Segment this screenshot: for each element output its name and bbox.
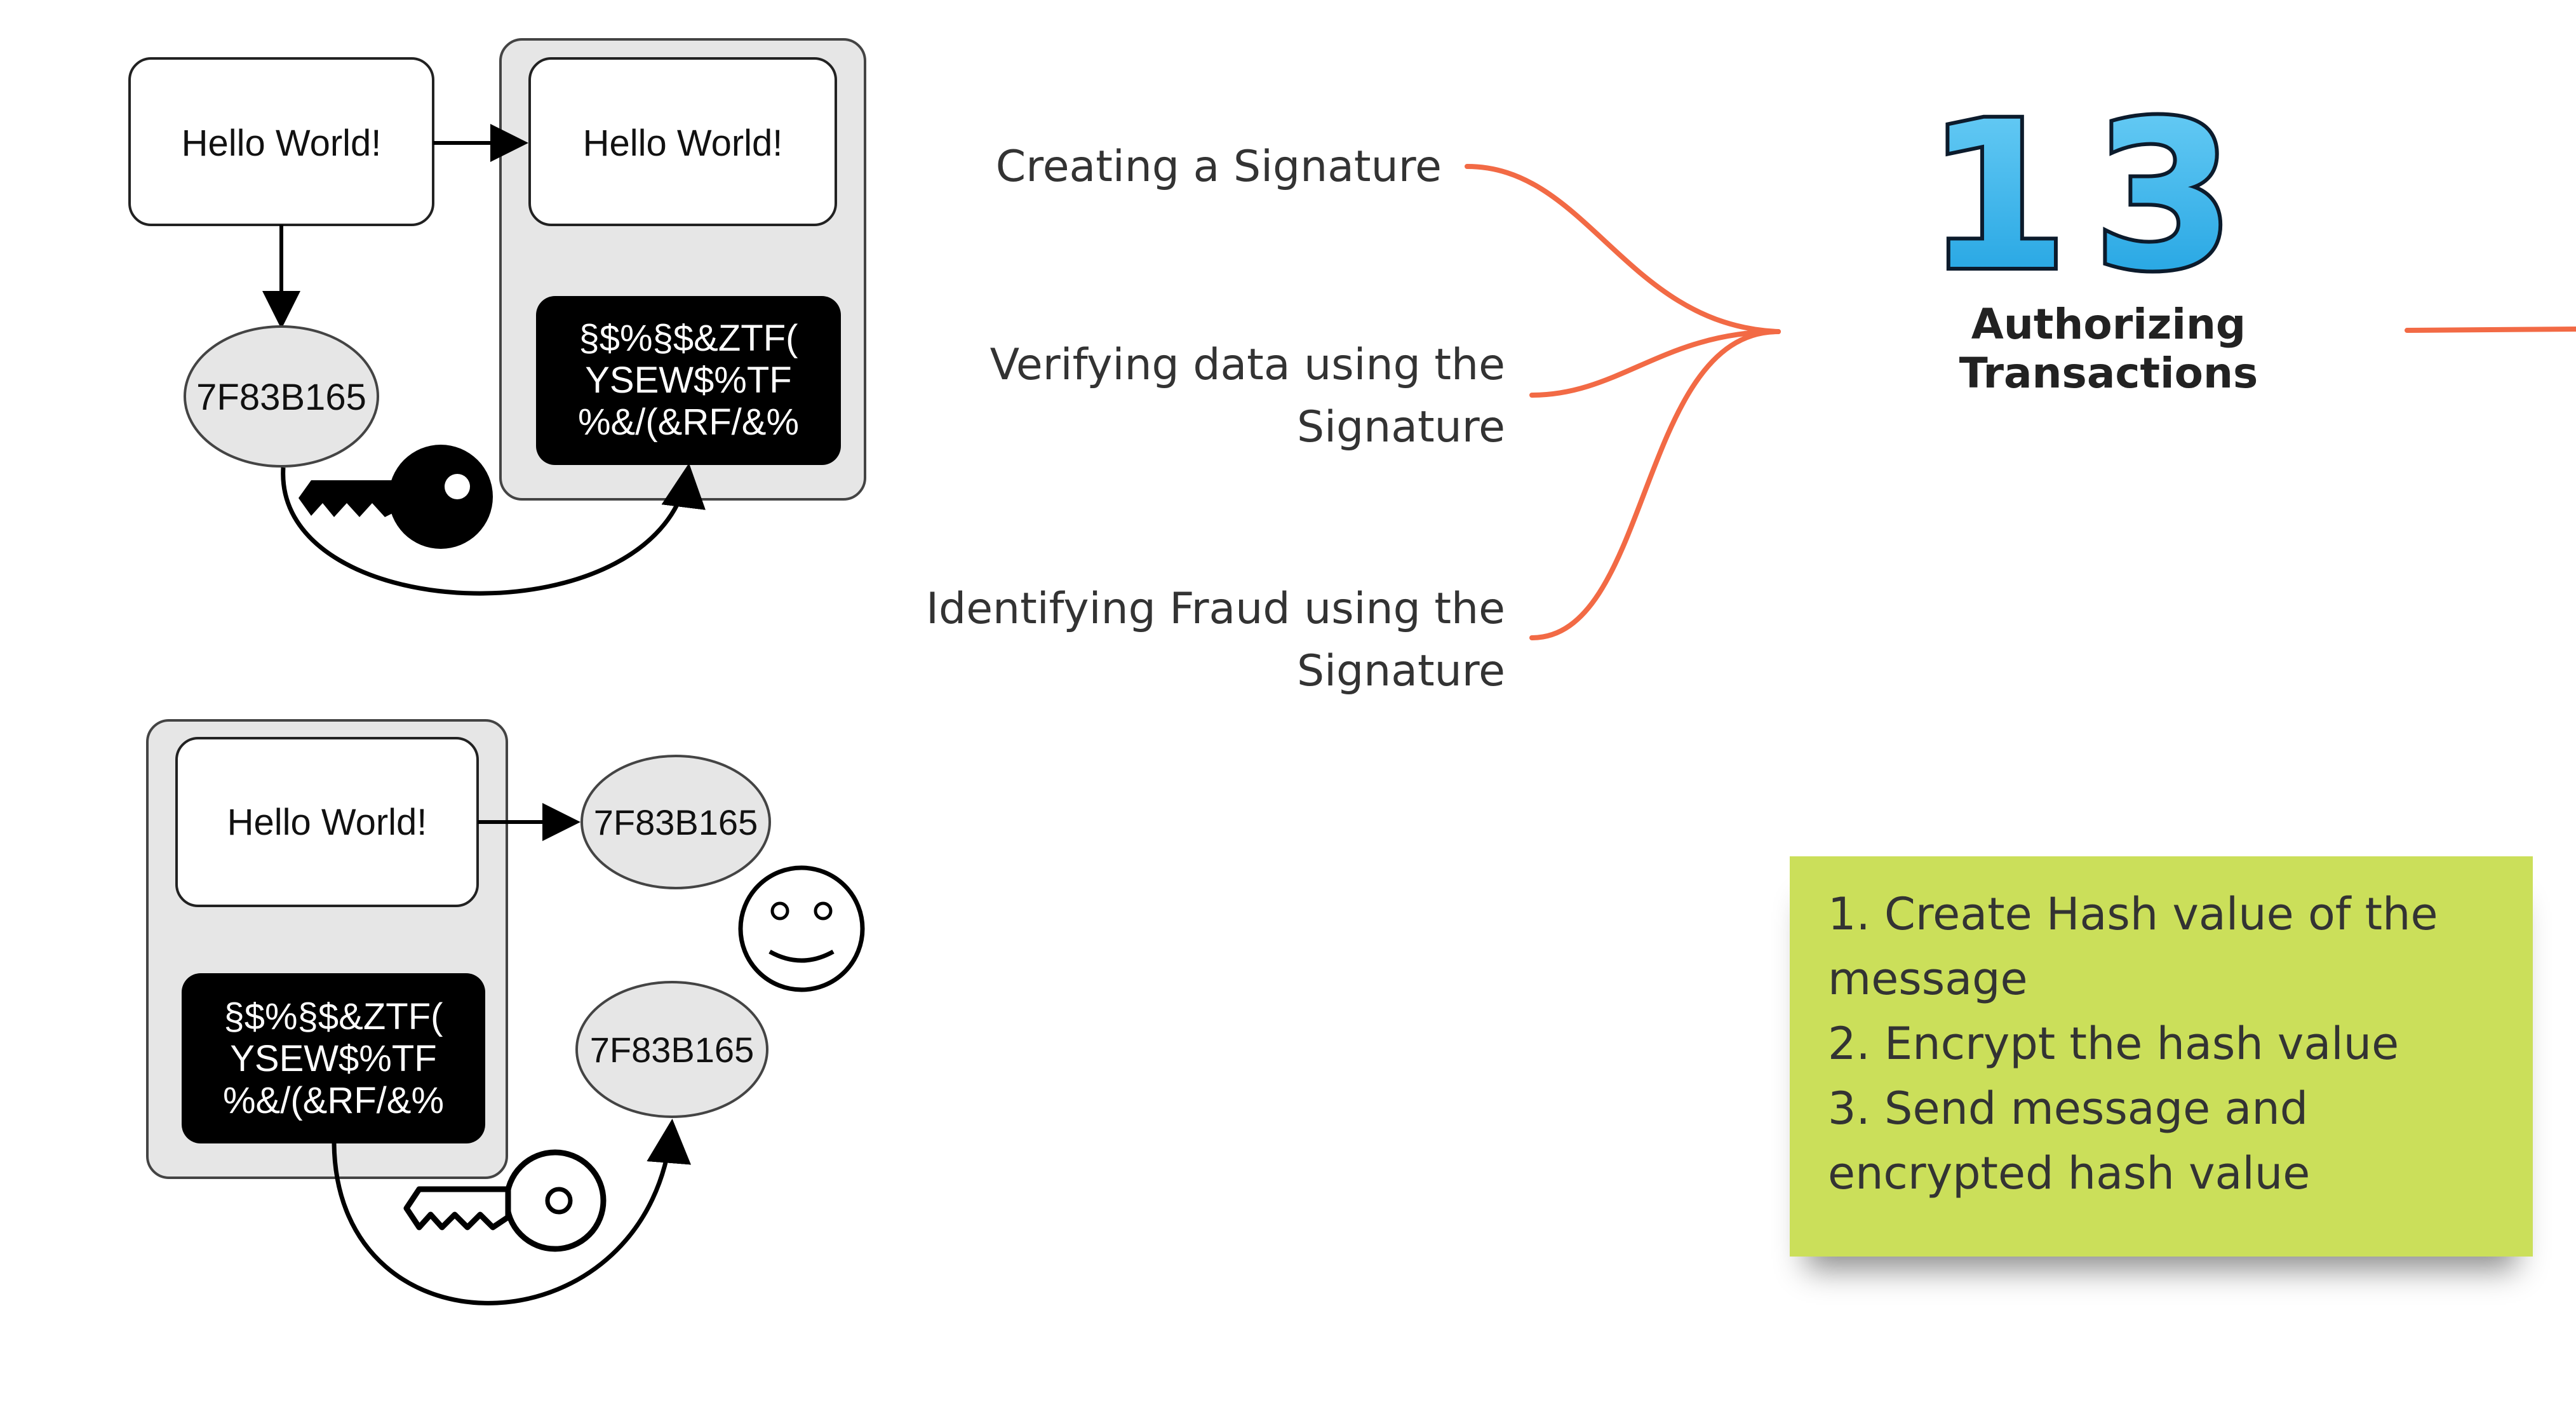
received-encrypted-box <box>182 973 485 1143</box>
branch-verifying-line-2: Signature <box>1296 402 1505 452</box>
computed-hash-ellipse <box>580 755 771 889</box>
encrypted-hash-box <box>536 296 841 465</box>
encryption-arrow <box>281 463 706 596</box>
bottom-verification-diagram: Hello World! §$%§$&ZTF( YSEW$%TF %&/(&RF… <box>146 719 865 1305</box>
decrypted-hash-ellipse <box>575 981 768 1118</box>
encrypted-hash-line-3: %&/(&RF/&% <box>578 401 799 443</box>
hash-value-text: 7F83B165 <box>196 377 366 418</box>
received-encrypted-line-1: §$%§$&ZTF( <box>224 996 443 1037</box>
connector-verifying <box>1529 329 1781 398</box>
topic-title: Authorizing Transactions <box>1959 300 2258 398</box>
received-message-text: Hello World! <box>227 802 427 843</box>
branch-creating-signature: Creating a Signature <box>889 136 1442 198</box>
branch-identifying-fraud: Identifying Fraud using the Signature <box>889 578 1505 703</box>
received-encrypted-line-3: %&/(&RF/&% <box>223 1080 444 1121</box>
signed-message-text: Hello World! <box>583 123 783 164</box>
public-key-icon <box>403 1149 607 1252</box>
private-key-icon <box>299 445 493 549</box>
branch-verifying-data: Verifying data using the Signature <box>889 334 1505 459</box>
sticky-note-line-3: 2. Encrypt the hash value <box>1828 1018 2399 1070</box>
connector-outgoing <box>2405 327 2576 333</box>
signed-message-box <box>528 57 837 226</box>
encrypted-hash-line-2: YSEW$%TF <box>585 360 792 401</box>
sticky-note-line-2: message <box>1828 953 2028 1005</box>
branch-identifying-line-2: Signature <box>1296 646 1505 696</box>
computed-hash-text: 7F83B165 <box>594 802 758 842</box>
sticky-note-line-5: encrypted hash value <box>1828 1147 2311 1199</box>
hash-value-ellipse <box>184 325 379 468</box>
sticky-note-text: 1. Create Hash value of the message 2. E… <box>1828 882 2514 1206</box>
smiley-icon <box>738 865 865 992</box>
connector-identifying <box>1529 329 1781 640</box>
sticky-note-line-4: 3. Send message and <box>1828 1082 2309 1135</box>
decryption-arrow <box>332 1119 691 1305</box>
topic-number-text: 13 <box>1926 79 2260 315</box>
sticky-note-line-1: 1. Create Hash value of the <box>1828 888 2438 940</box>
top-signing-diagram: Hello World! Hello World! §$%§$&ZTF( YSE… <box>128 38 866 596</box>
mindmap-connectors <box>1465 164 2576 640</box>
sticky-note: 1. Create Hash value of the message 2. E… <box>1790 856 2533 1257</box>
plain-message-text: Hello World! <box>182 123 382 164</box>
received-encrypted-line-2: YSEW$%TF <box>230 1038 437 1079</box>
connector-creating <box>1465 164 1781 334</box>
branch-creating-line-1: Creating a Signature <box>995 142 1442 192</box>
encrypted-hash-line-1: §$%§$&ZTF( <box>579 318 798 359</box>
decrypted-hash-text: 7F83B165 <box>590 1030 754 1070</box>
topic-number: 13 <box>1922 75 2260 319</box>
branch-identifying-line-1: Identifying Fraud using the <box>925 584 1505 634</box>
branch-verifying-line-1: Verifying data using the <box>989 340 1505 390</box>
